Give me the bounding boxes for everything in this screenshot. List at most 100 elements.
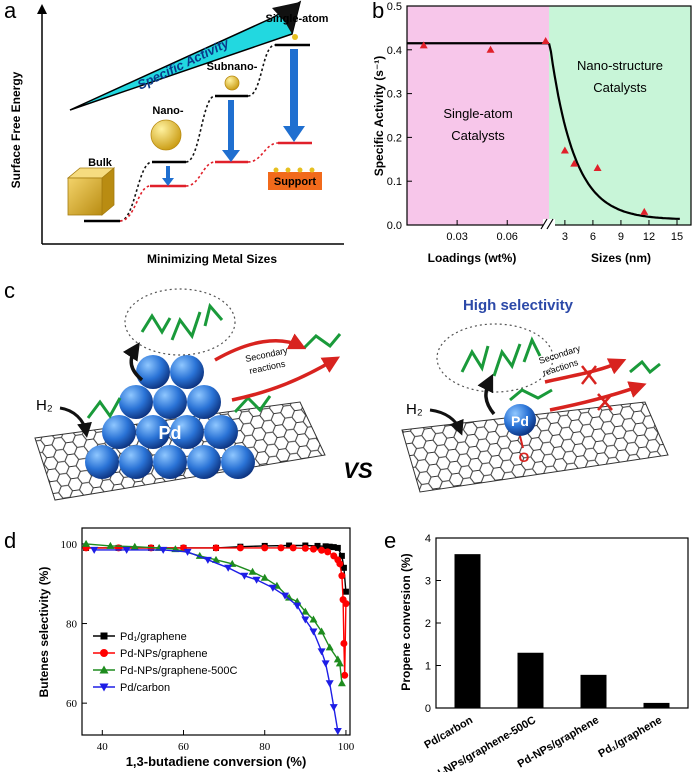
- desorb-arrow-left: [122, 342, 144, 382]
- panel-d-point: [318, 546, 326, 554]
- panel-d-point: [122, 546, 131, 554]
- panel-b-ytick-label: 0.0: [387, 220, 402, 232]
- panel-b-xtick-label: 0.03: [446, 231, 467, 243]
- panel-b-point-loading: [486, 45, 495, 53]
- subnano-down-arrow: [222, 100, 240, 162]
- h2-arrow-right: [429, 408, 464, 436]
- panel-d-point: [322, 543, 329, 550]
- panel-d-point: [325, 643, 334, 651]
- specific-activity-wedge-tip: [272, 2, 300, 34]
- region-label-line: Nano-structure: [577, 58, 663, 73]
- panel-b-xtick-label: 3: [562, 231, 568, 243]
- h2-label-left: H₂: [36, 397, 53, 414]
- panel-d-point: [342, 600, 350, 608]
- panel-a-ylabel: Surface Free Energy: [9, 71, 23, 188]
- panel-b-xtick-label: 6: [590, 231, 596, 243]
- panel-e-bar: [580, 674, 607, 708]
- panel-e-ylabel: Propene conversion (%): [399, 553, 413, 690]
- butene-cloud-left: [124, 288, 236, 356]
- panel-d-xtick-label: 60: [178, 741, 190, 753]
- region-label-line: Catalysts: [593, 80, 647, 95]
- panel-d-point: [309, 628, 318, 636]
- panel-d-xtick-label: 40: [97, 741, 109, 753]
- panel-label-d: d: [4, 528, 16, 553]
- panel-d-point: [130, 542, 139, 550]
- panel-e-ytick-label: 3: [425, 576, 431, 588]
- secondary-arrow-right-lower: [549, 381, 647, 412]
- panel-d-point: [248, 567, 257, 575]
- axis-break: [540, 218, 555, 231]
- panel-b-ytick-label: 0.3: [387, 89, 402, 101]
- panel-d-point: [224, 564, 233, 572]
- panel-e-marks: Pd/carbonPd-NPs/graphene-500CPd-NPs/grap…: [422, 554, 670, 777]
- panel-c: c Pd Pd O: [4, 278, 669, 501]
- panel-d-point: [203, 556, 212, 564]
- panel-b-xtick-label: 15: [671, 231, 683, 243]
- panel-d-point: [260, 573, 269, 581]
- panel-d-point: [334, 544, 341, 551]
- panel-d-ytick-label: 60: [66, 698, 78, 710]
- panel-d-point: [268, 584, 277, 592]
- panel-d-point: [342, 588, 349, 595]
- panel-d-point: [252, 576, 261, 584]
- panel-d-ylabel: Butenes selectivity (%): [37, 567, 51, 698]
- panel-d-point: [159, 546, 168, 554]
- panel-d-series-line: [86, 544, 347, 592]
- panel-d-point: [329, 704, 338, 712]
- panel-b-marks: [407, 37, 680, 220]
- panel-d-point: [286, 542, 293, 549]
- panel-d-point: [314, 542, 321, 549]
- panel-d-point: [309, 615, 318, 623]
- legend-marker: [100, 649, 108, 657]
- legend-label: Pd₁/graphene: [120, 631, 187, 643]
- panel-b-ytick-label: 0.2: [387, 132, 402, 144]
- panel-d-point: [341, 671, 349, 679]
- panel-d-point: [336, 560, 344, 568]
- panel-d-point: [301, 616, 310, 624]
- panel-b-ytick-label: 0.4: [387, 45, 402, 57]
- panel-d-point: [183, 548, 192, 556]
- panel-e-bar: [454, 554, 481, 708]
- panel-d-point: [333, 728, 342, 736]
- desorb-arrow-right: [477, 373, 496, 416]
- panel-label-a: a: [4, 0, 17, 23]
- secondary-arrow-left-lower: [231, 356, 341, 402]
- blocked-cross-icon: [581, 365, 613, 411]
- bulk-cube: [66, 167, 116, 216]
- panel-d-point: [338, 552, 345, 559]
- panel-e-category-label: Pd/carbon: [422, 714, 475, 751]
- panel-d-xtick-label: 100: [338, 741, 355, 753]
- panel-label-b: b: [372, 0, 384, 23]
- panel-b-xtick-label: 12: [643, 231, 655, 243]
- subnano-cluster: [224, 75, 240, 91]
- panel-d-legend: Pd₁/graphenePd-NPs/graphenePd-NPs/graphe…: [93, 631, 237, 694]
- panel-d-point: [317, 627, 326, 635]
- panel-b-fit-curve: [407, 42, 680, 220]
- support-label: Support: [274, 176, 316, 188]
- nano-structure-region: [549, 6, 691, 225]
- panel-d-xlabel: 1,3-butadiene conversion (%): [126, 754, 307, 769]
- panel-d-point: [301, 607, 310, 615]
- panel-label-c: c: [4, 278, 15, 303]
- panel-b-point-loading: [541, 37, 550, 45]
- panel-d-ytick-label: 80: [66, 619, 78, 631]
- panel-d-point: [317, 648, 326, 656]
- panel-d-point: [212, 555, 220, 563]
- panel-d-point: [335, 659, 344, 667]
- panel-d-point: [340, 639, 348, 647]
- panel-d-point: [281, 592, 290, 600]
- nano-down-arrow: [162, 166, 174, 186]
- pd-single-atom: [504, 404, 536, 436]
- nano-particle: [150, 119, 182, 151]
- panel-b-point-size: [560, 146, 569, 154]
- panel-a-xlabel: Minimizing Metal Sizes: [147, 252, 277, 266]
- legend-marker: [100, 632, 108, 640]
- panel-b-right-xlabel: Sizes (nm): [591, 251, 651, 265]
- panel-d-point: [338, 572, 346, 580]
- panel-a-y-arrowhead: [37, 4, 47, 14]
- panel-d-point: [321, 660, 330, 668]
